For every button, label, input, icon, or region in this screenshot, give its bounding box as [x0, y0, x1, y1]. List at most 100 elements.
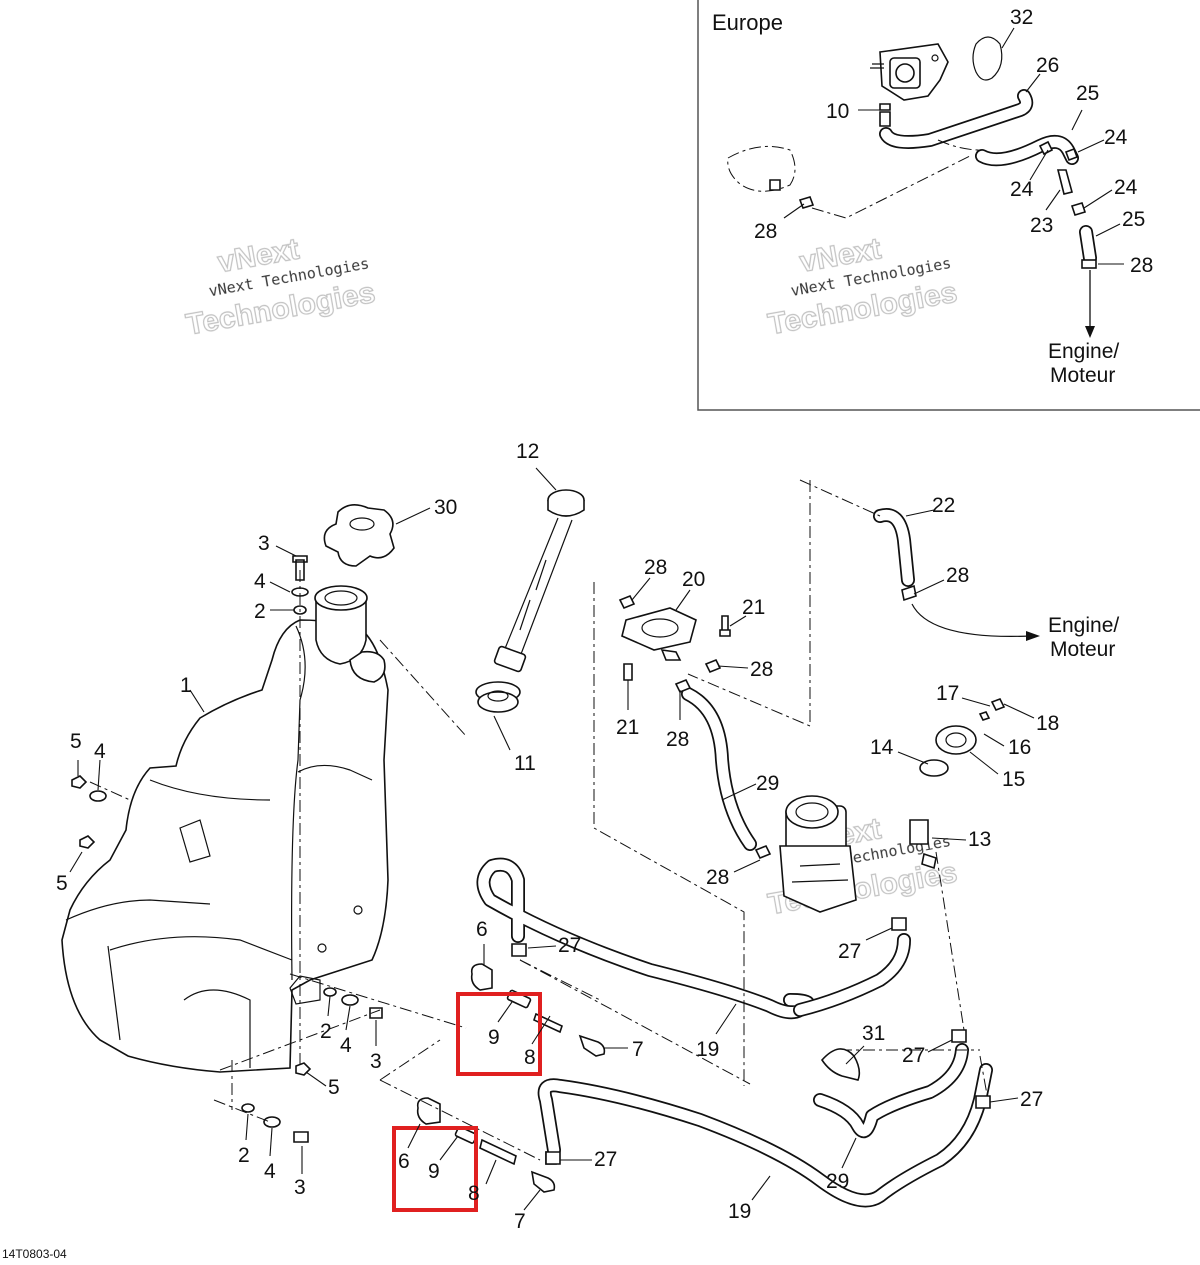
- main-arrow-right: [1026, 631, 1040, 641]
- label-19: 19: [696, 1038, 719, 1061]
- label-12: 12: [516, 440, 539, 463]
- fuel-tank: [61, 585, 389, 1073]
- label-24: 24: [1010, 178, 1034, 201]
- label-9: 9: [428, 1160, 440, 1183]
- label-5: 5: [328, 1076, 340, 1099]
- highlight-box-lower: [392, 1126, 478, 1212]
- label-26: 26: [1036, 54, 1059, 77]
- hose-19-upper: [476, 857, 911, 1020]
- fuel-gauge-sender: [475, 489, 585, 713]
- carburetor: [754, 795, 857, 913]
- label-24: 24: [1104, 126, 1128, 149]
- label-8: 8: [524, 1046, 536, 1069]
- inset-border: [697, 0, 1200, 411]
- label-21: 21: [616, 716, 639, 739]
- main-callouts: 12 30 3 4 2 1 11 5 4 5 22 28 20 28 21 28…: [56, 440, 1059, 1233]
- highlight-box-upper: [456, 992, 542, 1076]
- label-10: 10: [826, 100, 849, 123]
- hose-29-lower: [813, 1043, 969, 1138]
- label-2: 2: [254, 600, 266, 623]
- hose-22: [873, 508, 915, 587]
- label-6: 6: [476, 918, 488, 941]
- europe-inset: Europe: [697, 0, 1200, 411]
- inset-hoses: [879, 89, 1097, 265]
- label-27: 27: [594, 1148, 617, 1171]
- assembly-lines-right: [593, 479, 980, 1086]
- label-11: 11: [514, 752, 536, 775]
- inset-title: Europe: [712, 10, 783, 35]
- inset-clamps-24: [1038, 140, 1087, 216]
- main-engine-label-1: Engine/: [1048, 614, 1119, 637]
- label-29: 29: [826, 1170, 849, 1193]
- label-17: 17: [936, 682, 959, 705]
- inset-fittings: [769, 179, 815, 209]
- label-28: 28: [644, 556, 667, 579]
- fuel-pump: [870, 43, 949, 101]
- label-24: 24: [1114, 176, 1138, 199]
- label-7: 7: [514, 1210, 526, 1233]
- label-25: 25: [1076, 82, 1099, 105]
- label-4: 4: [94, 740, 106, 763]
- inset-callouts: 32 26 25 10 24 24 24 23 25 28 28: [754, 6, 1153, 277]
- label-5: 5: [56, 872, 68, 895]
- label-9: 9: [488, 1026, 500, 1049]
- label-27: 27: [558, 934, 581, 957]
- inset-arrow-down: [1085, 326, 1095, 338]
- label-5: 5: [70, 730, 82, 753]
- label-13: 13: [968, 828, 991, 851]
- label-31: 31: [862, 1022, 885, 1045]
- label-2: 2: [238, 1144, 250, 1167]
- label-4: 4: [264, 1160, 276, 1183]
- label-8: 8: [468, 1182, 480, 1205]
- inset-ghost-tank: [727, 145, 796, 192]
- label-3: 3: [294, 1176, 306, 1199]
- label-4: 4: [340, 1034, 352, 1057]
- label-27: 27: [838, 940, 861, 963]
- label-27: 27: [902, 1044, 925, 1067]
- hose-29-upper: [681, 687, 757, 851]
- fuel-cap: [323, 504, 395, 567]
- label-15: 15: [1002, 768, 1025, 791]
- label-28: 28: [706, 866, 729, 889]
- label-6: 6: [398, 1150, 410, 1173]
- label-14: 14: [870, 736, 894, 759]
- fitting-23: [1056, 169, 1073, 195]
- hose-19-lower: [537, 1063, 993, 1208]
- label-7: 7: [632, 1038, 644, 1061]
- label-32: 32: [1010, 6, 1033, 29]
- label-28: 28: [750, 658, 773, 681]
- clamp-28-inset: [1081, 259, 1097, 269]
- clamp-32: [972, 36, 1003, 81]
- label-28: 28: [1130, 254, 1153, 277]
- label-18: 18: [1036, 712, 1059, 735]
- main-engine-label-2: Moteur: [1050, 638, 1115, 661]
- inset-engine-label-1: Engine/: [1048, 340, 1119, 363]
- label-3: 3: [258, 532, 270, 555]
- assembly-lines-tank: [89, 570, 467, 1123]
- inset-engine-label-2: Moteur: [1050, 364, 1115, 387]
- label-28: 28: [946, 564, 969, 587]
- label-4: 4: [254, 570, 266, 593]
- label-23: 23: [1030, 214, 1053, 237]
- diagram-code: 14T0803-04: [2, 1247, 67, 1261]
- label-19: 19: [728, 1200, 751, 1223]
- label-21: 21: [742, 596, 765, 619]
- label-28: 28: [754, 220, 777, 243]
- assembly-lines-petcock: [935, 851, 989, 1101]
- label-2: 2: [320, 1020, 332, 1043]
- hose-clamps: [511, 917, 991, 1165]
- vent-valve-plate: [618, 584, 917, 694]
- label-30: 30: [434, 496, 457, 519]
- line-to-engine: [911, 603, 1031, 637]
- label-28: 28: [666, 728, 689, 751]
- label-16: 16: [1008, 736, 1031, 759]
- label-29: 29: [756, 772, 779, 795]
- label-27: 27: [1020, 1088, 1043, 1111]
- label-20: 20: [682, 568, 705, 591]
- label-1: 1: [180, 674, 192, 697]
- label-22: 22: [932, 494, 955, 517]
- label-25: 25: [1122, 208, 1145, 231]
- clamp-10: [879, 103, 891, 127]
- label-3: 3: [370, 1050, 382, 1073]
